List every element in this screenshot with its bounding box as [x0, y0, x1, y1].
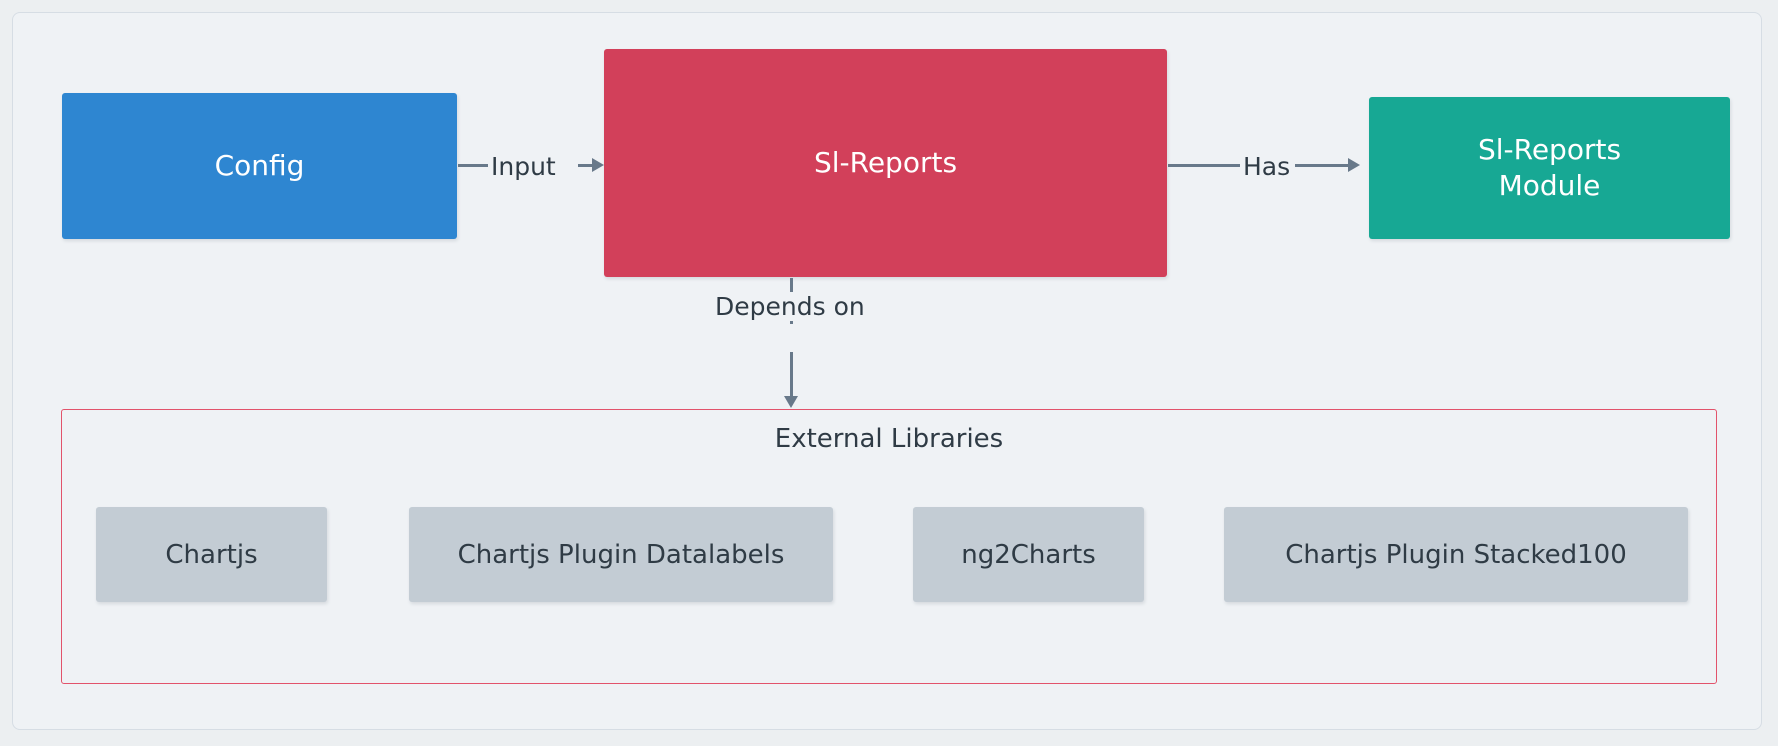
node-sl-reports-module-label-line2: Module	[1498, 169, 1601, 202]
node-sl-reports-module-label-line1: Sl-Reports	[1477, 132, 1622, 166]
edge-label-has: Has	[1240, 152, 1294, 181]
edge-input-segment-right	[578, 164, 594, 167]
node-sl-reports-label: Sl-Reports	[813, 145, 958, 179]
edge-has-segment-right	[1295, 164, 1350, 167]
library-node-ng2charts[interactable]: ng2Charts	[913, 507, 1144, 602]
library-node-label: Chartjs Plugin Stacked100	[1285, 539, 1627, 570]
edge-depends-on-segment-bottom	[790, 352, 793, 400]
node-config[interactable]: Config	[62, 93, 457, 239]
edge-input-segment-left	[458, 164, 492, 167]
library-node-chartjs-plugin-datalabels[interactable]: Chartjs Plugin Datalabels	[409, 507, 833, 602]
arrow-head-icon-has	[1348, 158, 1360, 172]
node-config-label: Config	[214, 148, 305, 182]
node-sl-reports[interactable]: Sl-Reports	[604, 49, 1167, 277]
library-node-chartjs[interactable]: Chartjs	[96, 507, 327, 602]
edge-has-segment-left	[1168, 164, 1240, 167]
arrow-head-icon-depends-on	[784, 396, 798, 408]
node-sl-reports-module[interactable]: Sl-Reports Module	[1369, 97, 1730, 239]
subgraph-external-libraries: External Libraries	[61, 409, 1717, 684]
library-node-label: ng2Charts	[961, 539, 1096, 570]
subgraph-title-external-libraries: External Libraries	[774, 424, 1004, 454]
library-node-label: Chartjs	[165, 539, 258, 570]
node-sl-reports-module-label: Sl-Reports Module	[1478, 132, 1621, 205]
edge-label-input: Input	[488, 152, 559, 181]
library-node-chartjs-plugin-stacked100[interactable]: Chartjs Plugin Stacked100	[1224, 507, 1688, 602]
library-node-label: Chartjs Plugin Datalabels	[457, 539, 785, 570]
edge-label-depends-on: Depends on	[712, 292, 868, 321]
arrow-head-icon-input	[592, 158, 604, 172]
